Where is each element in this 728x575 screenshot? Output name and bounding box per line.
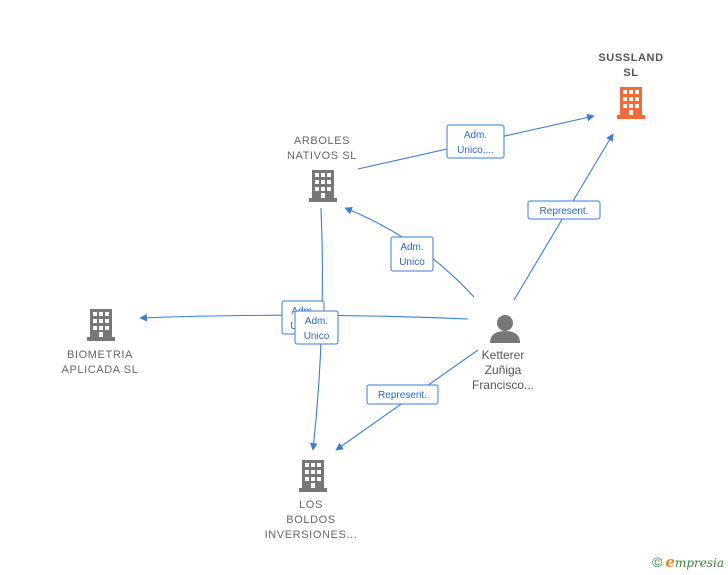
network-graph: Adm. Unico,... Represent. Adm. Unico Adm… [62,52,664,541]
footer-branding: © empresia [652,553,724,571]
building-icon [299,460,327,492]
edge-label-line: Adm. [464,130,487,141]
copyright-icon: © [652,554,663,570]
edge-label-line: Unico [304,331,330,342]
edge-label-ketterer-losboldos[interactable]: Represent. [366,384,439,405]
node-label-line: SUSSLAND [598,52,663,64]
node-biometria-aplicada[interactable]: BIOMETRIA APLICADA SL [62,309,139,376]
node-label-line: ARBOLES [294,135,350,147]
building-icon [87,309,115,341]
edge-label-arboles-losboldos[interactable]: Adm. Unico [294,310,339,345]
edge-label-line: Adm. [400,242,423,253]
node-label-line: APLICADA SL [62,364,139,376]
node-label-line: BIOMETRIA [67,349,133,361]
node-arboles-nativos[interactable]: ARBOLES NATIVOS SL [287,135,357,202]
edge-label-line: Unico,... [457,145,494,156]
node-label-line: SL [623,67,638,79]
building-icon [309,170,337,202]
edge-label-line: Adm. [305,316,328,327]
node-sussland[interactable]: SUSSLAND SL [598,52,663,119]
edge-label-line: Represent. [540,206,589,217]
brand-logo-text: mpresia [674,556,724,570]
node-label-line: INVERSIONES... [265,529,358,541]
node-label-line: BOLDOS [286,514,335,526]
node-label-line: NATIVOS SL [287,150,357,162]
edge-label-ketterer-arboles[interactable]: Adm. Unico [390,236,434,272]
node-label-line: Zuñiga [485,363,522,377]
person-icon [490,315,520,343]
node-ketterer-person[interactable]: Ketterer Zuñiga Francisco... [472,315,534,392]
node-los-boldos[interactable]: LOS BOLDOS INVERSIONES... [265,460,358,541]
edge-label-line: Represent. [378,390,427,401]
edge-label-ketterer-sussland[interactable]: Represent. [527,200,601,220]
node-label-line: Ketterer [482,348,525,362]
node-label-line: LOS [299,499,323,511]
brand-logo[interactable]: empresia [665,553,724,571]
edge-label-arboles-sussland[interactable]: Adm. Unico,... [446,124,505,159]
building-icon [617,87,645,119]
node-label-line: Francisco... [472,378,534,392]
edge-label-line: Unico [399,257,425,268]
brand-logo-e: e [665,553,675,571]
